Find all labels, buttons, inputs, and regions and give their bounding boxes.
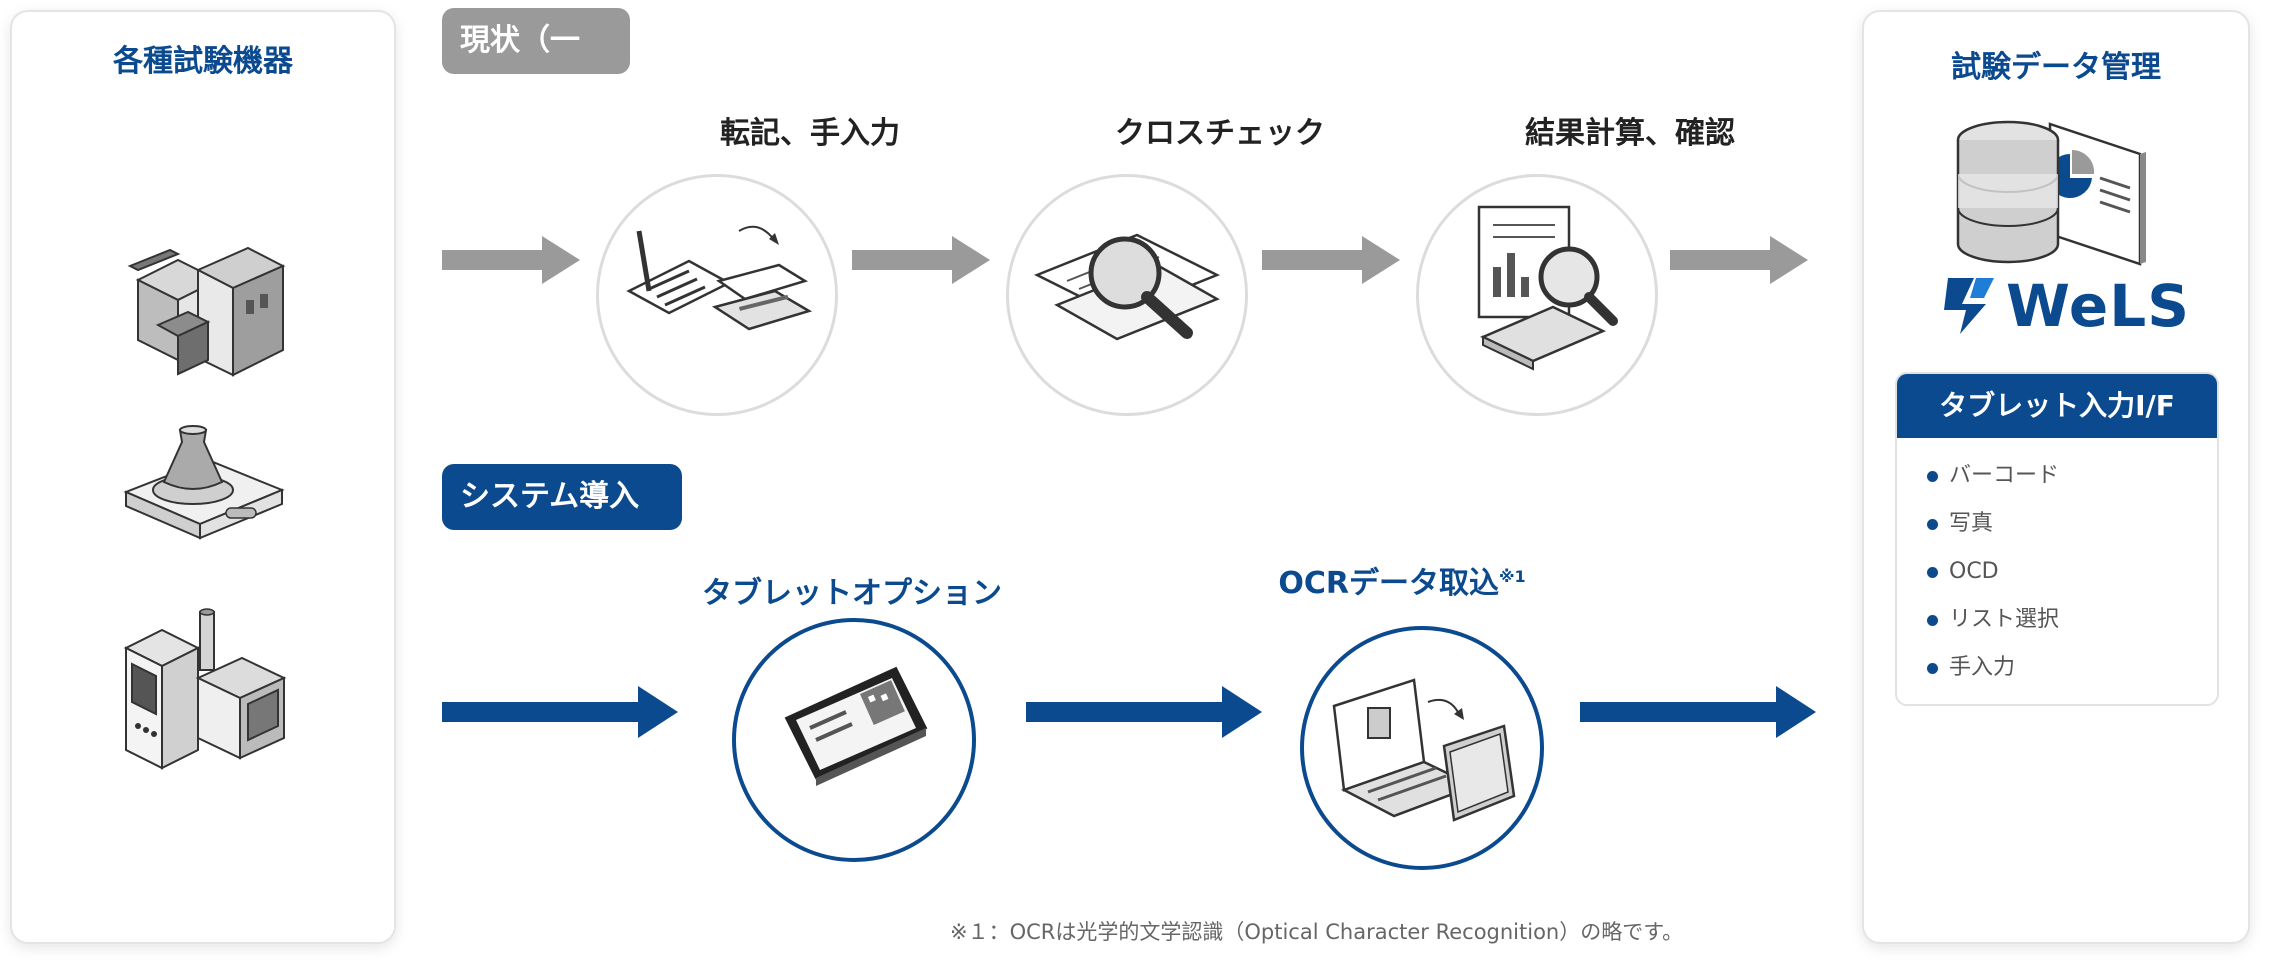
tablet-input-title: タブレット入力I/F (1897, 374, 2217, 438)
list-item-label: リスト選択 (1949, 607, 2060, 632)
step-label-ocr-import: OCRデータ取込※1 (1222, 558, 1582, 602)
analyzer-machine-icon (123, 608, 287, 770)
gray-arrow-4 (1670, 236, 1808, 284)
list-item: OCD (1897, 548, 2217, 596)
tablet-input-box: タブレット入力I/F バーコード 写真 OCD リスト選択 手入力 (1895, 372, 2219, 706)
magnifier-documents-icon (1033, 233, 1221, 341)
data-management-title: 試験データ管理 (1951, 50, 2161, 85)
list-item: バーコード (1897, 452, 2217, 500)
clipboard-laptop-icon (626, 225, 813, 331)
list-item-label: バーコード (1949, 463, 2060, 488)
step-label-calculate: 結果計算、確認 (1525, 116, 1735, 151)
current-state-tag: 現状（一般） (442, 8, 630, 124)
after-system-tag: システム導入後 (442, 464, 682, 580)
ocr-note-mark: ※1 (1498, 567, 1526, 586)
step-label-crosscheck: クロスチェック (1115, 116, 1325, 151)
database-report-icon (1956, 120, 2146, 266)
tablet-input-list: バーコード 写真 OCD リスト選択 手入力 (1897, 438, 2217, 692)
list-item-label: 写真 (1949, 511, 1994, 536)
crosscheck-circle (1006, 174, 1248, 416)
list-item-label: OCD (1949, 559, 1999, 584)
step-label-transcribe: 転記、手入力 (720, 116, 900, 151)
blue-arrow-2 (1026, 686, 1262, 738)
wels-logo-icon (1944, 278, 1994, 334)
list-item-label: 手入力 (1949, 655, 2016, 680)
list-item: 写真 (1897, 500, 2217, 548)
laptop-folder-icon (1332, 678, 1516, 822)
list-item: リスト選択 (1897, 596, 2217, 644)
gray-arrow-1 (442, 236, 580, 284)
bullet-icon (1927, 567, 1938, 578)
step-label-tablet-option: タブレットオプション (702, 576, 1002, 611)
bullet-icon (1927, 471, 1938, 482)
tablet-option-circle (732, 618, 976, 862)
blue-arrow-1 (442, 686, 678, 738)
ocr-import-label: OCRデータ取込 (1278, 566, 1499, 601)
tablet-qr-icon (784, 666, 928, 786)
bullet-icon (1927, 519, 1938, 530)
calculator-chart-icon (1477, 205, 1618, 371)
ocr-import-circle (1300, 626, 1544, 870)
bullet-icon (1927, 615, 1938, 626)
ocr-footnote: ※１：OCRは光学的文学認識（Optical Character Recogni… (950, 920, 1684, 944)
calculate-circle (1416, 174, 1658, 416)
balance-scale-icon (123, 425, 285, 540)
gray-arrow-2 (852, 236, 990, 284)
transcribe-circle (596, 174, 838, 416)
wels-logo-text: WeLS (2006, 272, 2190, 340)
equipment-panel-title: 各種試験機器 (113, 44, 293, 79)
list-item: 手入力 (1897, 644, 2217, 692)
factory-building-icon (127, 246, 286, 377)
blue-arrow-3 (1580, 686, 1816, 738)
bullet-icon (1927, 663, 1938, 674)
gray-arrow-3 (1262, 236, 1400, 284)
